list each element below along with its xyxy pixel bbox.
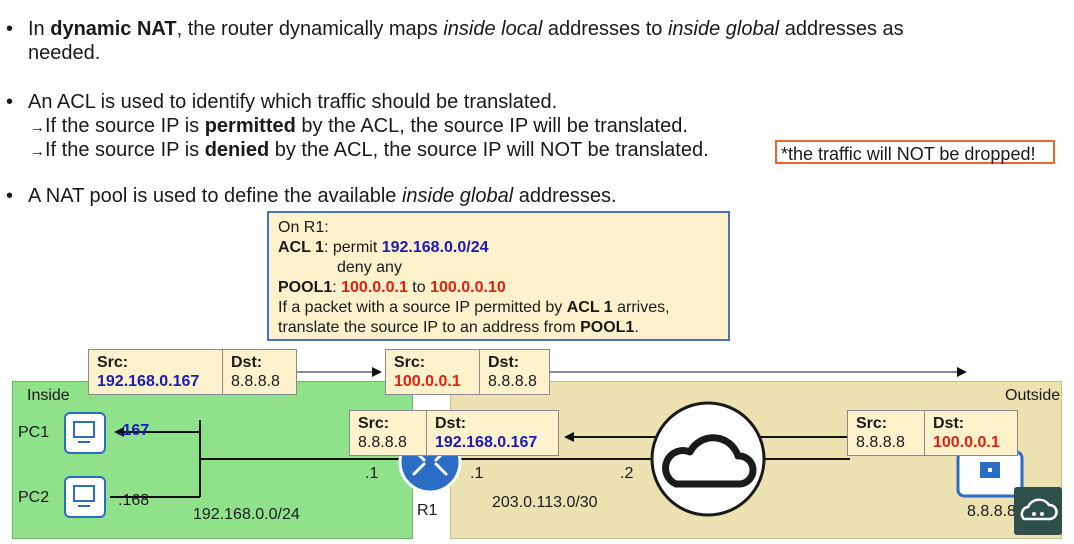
cloud-logo-icon bbox=[1014, 487, 1062, 535]
bullet-dot: • bbox=[6, 18, 14, 40]
arrow-line-permitted: →If the source IP is permitted by the AC… bbox=[30, 115, 688, 137]
packet-outside-return: Src:8.8.8.8 Dst:100.0.0.1 bbox=[847, 410, 1018, 456]
config-rule-line: If a packet with a source IP permitted b… bbox=[278, 299, 670, 316]
arrow-line-denied: →If the source IP is denied by the ACL, … bbox=[30, 139, 709, 161]
config-title: On R1: bbox=[278, 219, 329, 236]
inside-label: Inside bbox=[27, 387, 70, 404]
server-ip-label: 8.8.8.8 bbox=[967, 503, 1016, 520]
pc1-label: PC1 bbox=[18, 424, 50, 441]
lan-subnet-label: 192.168.0.0/24 bbox=[193, 506, 300, 523]
server-icon bbox=[956, 450, 1024, 498]
bullet-dynamic-nat: In dynamic NAT, the router dynamically m… bbox=[28, 18, 904, 40]
pc2-ip: .168 bbox=[118, 492, 150, 509]
r1-outside-ip: .1 bbox=[470, 465, 484, 482]
pc1-ip: .167 bbox=[118, 422, 150, 439]
router-label: R1 bbox=[417, 502, 438, 519]
bullet-dot: • bbox=[6, 185, 14, 207]
wan-subnet-label: 203.0.113.0/30 bbox=[492, 494, 598, 511]
pc1-icon[interactable] bbox=[64, 412, 106, 454]
packet-inside-outbound: Src:192.168.0.167 Dst:8.8.8.8 bbox=[88, 349, 297, 395]
r1-config-box: On R1: ACL 1: permit 192.168.0.0/24 deny… bbox=[267, 211, 730, 341]
internet-cloud-icon bbox=[650, 401, 766, 517]
bullet-nat-pool: A NAT pool is used to define the availab… bbox=[28, 185, 617, 207]
packet-outside-outbound: Src:100.0.0.1 Dst:8.8.8.8 bbox=[385, 349, 550, 395]
isp-ip: .2 bbox=[620, 465, 634, 482]
config-acl-line: ACL 1: permit 192.168.0.0/24 bbox=[278, 239, 489, 256]
bullet-dot: • bbox=[6, 91, 14, 113]
not-dropped-note: *the traffic will NOT be dropped! bbox=[775, 140, 1055, 164]
pc2-icon[interactable] bbox=[64, 476, 106, 518]
pc2-label: PC2 bbox=[18, 489, 50, 506]
bullet-dynamic-nat-cont: needed. bbox=[28, 42, 101, 64]
config-rule-line-2: translate the source IP to an address fr… bbox=[278, 319, 639, 336]
config-deny-line: deny any bbox=[337, 259, 402, 276]
bullet-acl: An ACL is used to identify which traffic… bbox=[28, 91, 558, 113]
r1-inside-ip: .1 bbox=[365, 465, 379, 482]
config-pool-line: POOL1: 100.0.0.1 to 100.0.0.10 bbox=[278, 279, 506, 296]
outside-label: Outside bbox=[1005, 387, 1061, 404]
packet-inside-return: Src:8.8.8.8 Dst:192.168.0.167 bbox=[349, 410, 559, 456]
